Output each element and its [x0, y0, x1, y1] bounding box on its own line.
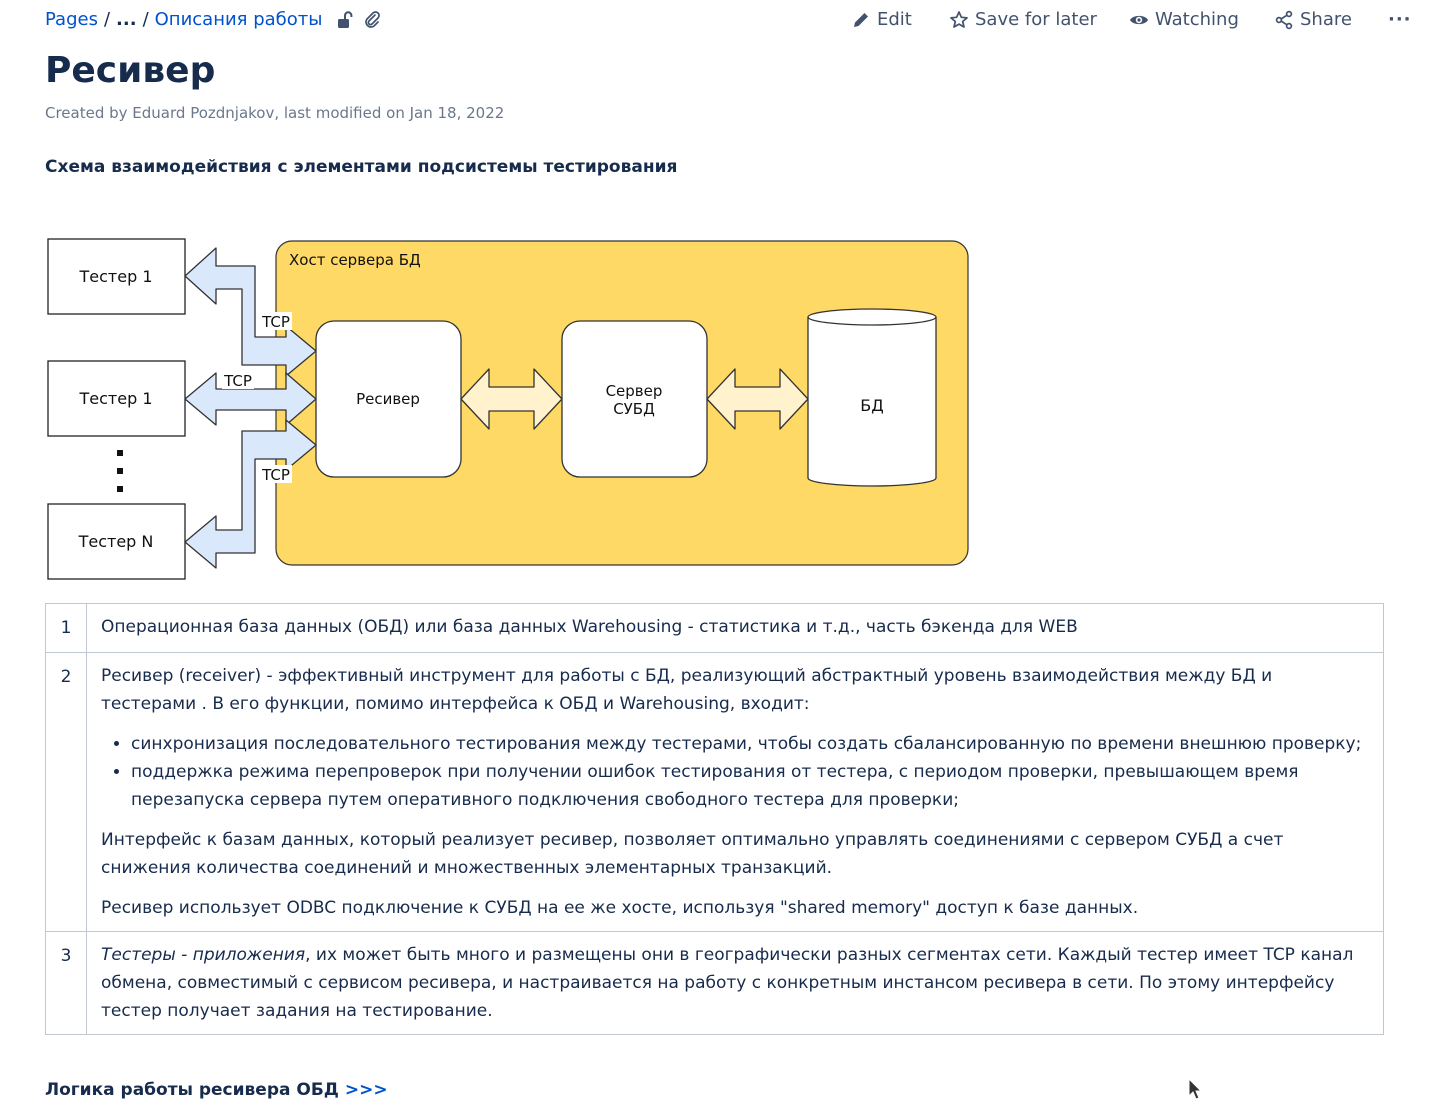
page-title: Ресивер: [45, 50, 216, 91]
database-label: БД: [860, 396, 883, 415]
top-bar: Pages / ... / Описания работы Edit Save …: [45, 6, 1415, 36]
mouse-cursor-icon: [1188, 1078, 1203, 1100]
tcp-label-top: TCP: [261, 313, 290, 331]
row-number: 3: [45, 931, 87, 1035]
row-paragraph: Тестеры - приложения, их может быть мног…: [101, 941, 1369, 1025]
section-title: Схема взаимодействия с элементами подсис…: [45, 157, 678, 177]
share-icon: [1275, 10, 1293, 29]
list-item: синхронизация последовательного тестиров…: [131, 730, 1369, 758]
row-text: Ресивер (receiver) - эффективный инструм…: [86, 652, 1384, 932]
row-paragraph: Ресивер (receiver) - эффективный инструм…: [101, 666, 1273, 714]
host-label: Хост сервера БД: [289, 251, 421, 269]
table-row: 2 Ресивер (receiver) - эффективный инстр…: [45, 652, 1384, 932]
row-text: Тестеры - приложения, их может быть мног…: [86, 931, 1384, 1035]
breadcrumb-current-link[interactable]: Описания работы: [154, 9, 323, 30]
save-for-later-button[interactable]: Save for later: [949, 9, 1097, 30]
watching-label: Watching: [1155, 9, 1239, 30]
row-paragraph: Ресивер использует ODBC подключение к СУ…: [101, 898, 1139, 918]
breadcrumb-ellipsis[interactable]: ...: [116, 9, 137, 30]
row-paragraph: Операционная база данных (ОБД) или база …: [101, 617, 1078, 637]
tcp-label-middle: TCP: [223, 372, 252, 390]
breadcrumb-separator: /: [103, 9, 111, 30]
row-number: 2: [45, 652, 87, 932]
tester-box-1a: [47, 238, 186, 315]
unlock-icon[interactable]: [335, 10, 355, 30]
edit-button[interactable]: Edit: [851, 9, 912, 30]
bullet-list: синхронизация последовательного тестиров…: [101, 730, 1369, 814]
ellipsis-dot: [117, 486, 123, 492]
eye-icon: [1130, 15, 1148, 24]
edit-label: Edit: [877, 9, 912, 30]
interaction-diagram: Хост сервера БД Тестер 1 Тестер 1 Тестер…: [47, 238, 969, 580]
row-number: 1: [45, 603, 87, 653]
description-table: 1 Операционная база данных (ОБД) или баз…: [45, 603, 1384, 1035]
database-cylinder: [807, 308, 937, 487]
table-row: 3 Тестеры - приложения, их может быть мн…: [45, 931, 1384, 1035]
page-byline: Created by Eduard Pozdnjakov, last modif…: [45, 104, 505, 122]
breadcrumb-pages-link[interactable]: Pages: [45, 9, 98, 30]
watching-button[interactable]: Watching: [1129, 9, 1239, 30]
tcp-label-bg: [222, 371, 254, 389]
next-page-link[interactable]: Логика работы ресивера ОБД >>>: [45, 1080, 388, 1100]
ellipsis-dot: [117, 468, 123, 474]
ellipsis-dot: [117, 450, 123, 456]
tcp-label-bg: [260, 312, 292, 330]
tester-label-1b: Тестер 1: [79, 389, 153, 408]
row-text: Операционная база данных (ОБД) или база …: [86, 603, 1384, 653]
table-row: 1 Операционная база данных (ОБД) или баз…: [45, 603, 1384, 653]
dbms-label-line2: СУБД: [613, 400, 655, 418]
receiver-label: Ресивер: [356, 390, 420, 408]
share-button[interactable]: Share: [1274, 9, 1352, 30]
save-for-later-label: Save for later: [975, 9, 1097, 30]
row-paragraph: Интерфейс к базам данных, который реализ…: [101, 830, 1284, 878]
pencil-icon: [854, 12, 868, 27]
next-page-text: Логика работы ресивера ОБД: [45, 1080, 339, 1100]
tcp-label-bottom: TCP: [261, 466, 290, 484]
tcp-label-bg: [260, 465, 292, 483]
breadcrumb-separator: /: [142, 9, 149, 30]
list-item: поддержка режима перепроверок при получе…: [131, 758, 1369, 814]
breadcrumb: Pages / ... / Описания работы: [45, 9, 381, 30]
tester-label-n: Тестер N: [78, 532, 154, 551]
dbms-label-line1: Сервер: [606, 382, 663, 400]
share-label: Share: [1300, 9, 1352, 30]
row-paragraph-rest: , их может быть много и размещены они в …: [101, 945, 1354, 1021]
next-page-arrows-link[interactable]: >>>: [344, 1080, 388, 1100]
star-icon: [950, 10, 968, 28]
database-cylinder-top: [807, 316, 937, 326]
paperclip-icon[interactable]: [363, 10, 381, 30]
italic-phrase: Тестеры - приложения: [101, 945, 306, 965]
more-actions-button[interactable]: ···: [1388, 9, 1412, 30]
tester-label-1a: Тестер 1: [79, 267, 153, 286]
